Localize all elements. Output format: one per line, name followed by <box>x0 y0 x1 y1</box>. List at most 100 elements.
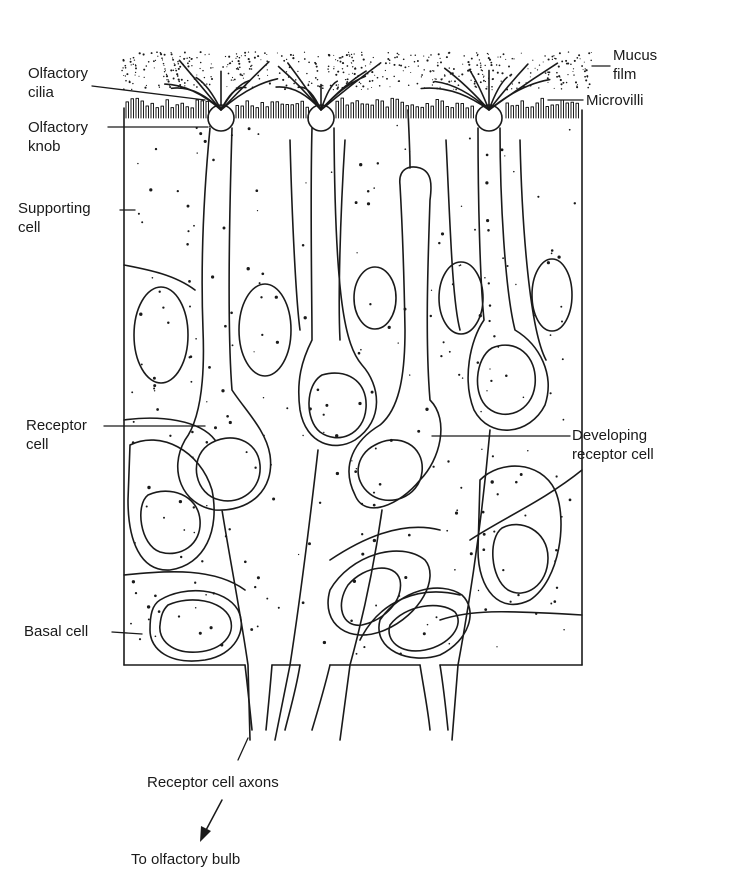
mucus-dot <box>316 78 319 81</box>
leader-basal-cell <box>111 631 143 635</box>
mucus-dot <box>416 82 419 85</box>
mucus-dot <box>500 80 502 82</box>
mucus-dot <box>199 67 201 70</box>
basal-cell-nucleus <box>388 604 459 652</box>
speckle <box>448 642 451 645</box>
speckle <box>355 652 358 655</box>
mucus-dot <box>432 70 435 72</box>
speckle <box>195 126 198 130</box>
mucus-dot <box>210 67 212 69</box>
mucus-dot <box>354 67 357 70</box>
mucus-dot <box>536 69 539 71</box>
mucus-dot <box>202 69 204 72</box>
speckle <box>372 503 376 507</box>
mucus-dot <box>172 69 175 71</box>
speckle <box>481 448 483 450</box>
speckle <box>482 532 486 536</box>
speckle <box>230 134 233 137</box>
speckle <box>179 555 183 559</box>
speckle <box>375 604 378 607</box>
mucus-dot <box>283 59 286 62</box>
mucus-dot <box>544 55 546 57</box>
speckle <box>152 376 156 380</box>
mucus-dot <box>462 63 464 65</box>
mucus-dot <box>423 55 425 57</box>
mucus-dot <box>145 84 147 87</box>
speckle <box>560 320 564 323</box>
speckle <box>224 535 228 538</box>
mucus-dot <box>184 85 186 87</box>
mucus-dot <box>348 73 350 75</box>
mucus-dot <box>134 71 137 74</box>
mucus-dot <box>579 58 581 60</box>
speckle <box>325 403 329 407</box>
mucus-dot <box>351 66 354 68</box>
label-supporting-cell-line1: Supporting <box>18 200 91 217</box>
mucus-dot <box>257 74 260 77</box>
speckle <box>477 589 480 592</box>
mucus-dot <box>353 53 355 55</box>
mucus-dot <box>303 51 306 53</box>
mucus-dot <box>447 52 450 54</box>
speckle <box>189 305 191 308</box>
mucus-dot <box>487 53 490 55</box>
mucus-dot <box>292 54 295 56</box>
mucus-dot <box>341 62 345 65</box>
mucus-dot <box>235 68 238 70</box>
speckle <box>297 553 300 556</box>
mucus-dot <box>231 60 234 63</box>
mucus-dot <box>315 65 318 68</box>
mucus-dot <box>346 78 349 81</box>
mucus-dot <box>351 72 354 74</box>
speckle <box>199 132 203 136</box>
mucus-dot <box>159 51 162 54</box>
label-olfactory-knob: Olfactory knob <box>28 118 88 156</box>
speckle <box>302 434 304 437</box>
mucus-dot <box>393 75 395 78</box>
mucus-dot <box>477 73 480 76</box>
mucus-dot <box>153 60 155 63</box>
speckle <box>231 344 234 347</box>
mucus-dot <box>230 79 233 81</box>
label-developing-receptor-cell: Developing receptor cell <box>572 426 654 464</box>
mucus-dot <box>328 71 330 73</box>
mucus-dot <box>226 86 228 88</box>
mucus-dot <box>534 67 536 69</box>
speckle <box>481 510 485 514</box>
mucus-dot <box>177 78 180 81</box>
speckle <box>404 575 408 580</box>
mucus-dot <box>502 53 505 56</box>
mucus-dot <box>199 51 202 54</box>
mucus-dot <box>257 55 260 58</box>
olfactory-cilium <box>320 80 339 111</box>
mucus-dot <box>389 62 391 64</box>
speckle <box>496 646 498 648</box>
mucus-dot <box>479 81 482 84</box>
speckle <box>522 396 525 399</box>
mucus-dot <box>249 65 252 68</box>
supporting-cell-boundary <box>338 139 346 341</box>
mucus-dot <box>266 69 268 71</box>
supporting-cell-boundary <box>329 526 441 561</box>
speckle <box>169 434 172 437</box>
mucus-dot <box>547 74 550 76</box>
mucus-dot <box>251 64 253 67</box>
speckle <box>256 209 259 212</box>
supporting-cell-boundary <box>289 139 301 331</box>
mucus-dot <box>133 59 136 61</box>
mucus-dot <box>491 89 493 91</box>
mucus-dot <box>371 71 374 74</box>
mucus-dot <box>123 74 125 77</box>
label-supporting-cell-line2: cell <box>18 219 41 236</box>
mucus-dot <box>498 64 501 67</box>
basal-cell-nucleus <box>159 599 233 653</box>
speckle <box>360 502 364 506</box>
speckle <box>250 628 254 631</box>
mucus-dot <box>520 52 522 54</box>
speckle <box>429 314 433 318</box>
speckle <box>272 497 276 501</box>
mucus-dot <box>461 73 464 76</box>
mucus-dot <box>244 51 247 54</box>
mucus-dot <box>499 56 502 58</box>
label-basal-cell: Basal cell <box>24 622 88 641</box>
